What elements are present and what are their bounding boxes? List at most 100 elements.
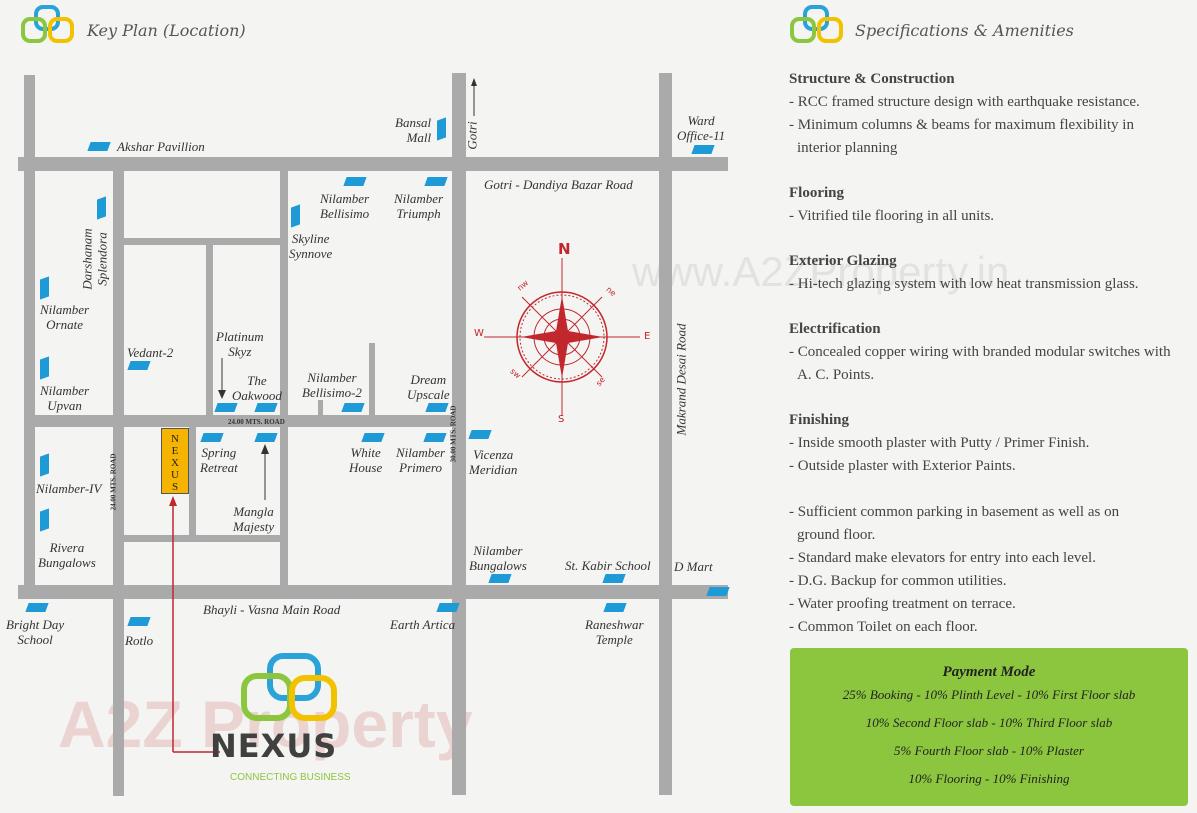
watermark-logo: A2Z Property: [58, 687, 473, 761]
road-makrand: [659, 73, 672, 795]
landmark-marker-icon: [97, 196, 106, 220]
spec-line: - Inside smooth plaster with Putty / Pri…: [789, 435, 1090, 451]
specifications-list: Structure & Construction - RCC framed str…: [789, 68, 1189, 639]
spec-section: Electrification- Concealed copper wiring…: [789, 318, 1189, 387]
road-label-makrand: Makrand Desai Road: [673, 323, 689, 436]
spec-section: Exterior Glazing - Hi-tech glazing system…: [789, 250, 1189, 296]
brand-logo-icon: [790, 5, 843, 43]
landmark-marker-icon: [691, 145, 715, 154]
landmark-marker-icon: [291, 204, 300, 228]
compass-n: N: [558, 240, 571, 258]
road-label-24m-v: 24.00 MTS. ROAD: [109, 453, 118, 511]
spec-line: - Concealed copper wiring with branded m…: [789, 344, 1171, 360]
landmark-marker-icon: [436, 603, 460, 612]
landmark-marker-icon: [40, 508, 49, 532]
road-label-24m-h: 24.00 MTS. ROAD: [228, 418, 285, 426]
arrow-up-icon: [261, 444, 269, 500]
landmark-marker-icon: [424, 177, 448, 186]
spec-line: - RCC framed structure design with earth…: [789, 94, 1140, 110]
road-label-gotri-dandiya: Gotri - Dandiya Bazar Road: [484, 177, 633, 192]
road-inner-v3: [369, 343, 375, 417]
road-label-gotri: Gotri: [464, 121, 480, 150]
road-bhayli: [18, 585, 728, 599]
landmark-marker-icon: [602, 574, 626, 583]
payment-line: 25% Booking - 10% Plinth Level - 10% Fir…: [842, 687, 1136, 702]
spec-line: - Outside plaster with Exterior Paints.: [789, 458, 1016, 474]
landmark-marker-icon: [706, 587, 730, 596]
spec-heading: Finishing: [789, 412, 850, 428]
landmark-marker-icon: [603, 603, 627, 612]
landmark-marker-icon: [200, 433, 224, 442]
spec-line: - Minimum columns & beams for maximum fl…: [789, 117, 1134, 133]
landmark-marker-icon: [488, 574, 512, 583]
spec-section: Flooring - Vitrified tile flooring in all…: [789, 182, 1189, 228]
compass-rose-icon: [484, 258, 640, 416]
compass-w: W: [474, 328, 484, 339]
spec-line: - Hi-tech glazing system with low heat t…: [789, 276, 1139, 292]
spec-heading: Flooring: [789, 185, 844, 201]
nexus-location-marker[interactable]: NEXUS: [161, 428, 189, 494]
landmark-marker-icon: [40, 356, 49, 380]
road-left-v: [24, 75, 35, 595]
landmark-st-kabir: St. Kabir School: [565, 558, 651, 573]
landmark-vedant: Vedant-2: [127, 345, 174, 360]
road-24m-h: [34, 415, 458, 427]
landmark-marker-icon: [254, 403, 278, 412]
landmark-nilamber-iv: Nilamber-IV: [36, 481, 102, 496]
specifications-title: Specifications & Amenities: [855, 21, 1074, 40]
key-plan-title: Key Plan (Location): [87, 21, 246, 40]
landmark-rotlo: Rotlo: [125, 633, 154, 648]
arrow-down-icon: [218, 358, 226, 399]
spec-heading: Exterior Glazing: [789, 253, 897, 269]
nexus-marker-label: NEXUS: [171, 433, 179, 493]
landmark-marker-icon: [214, 403, 238, 412]
amenity-line: - Sufficient common parking in basement …: [789, 504, 1120, 520]
spec-section: Structure & Construction - RCC framed str…: [789, 68, 1189, 160]
amenity-line: - Common Toilet on each floor.: [789, 619, 978, 635]
brand-logo-icon: [21, 5, 74, 43]
road-inner-v2: [280, 168, 288, 588]
landmark-marker-icon: [468, 430, 492, 439]
landmark-earth-artica: Earth Artica: [390, 617, 456, 632]
landmark-marker-icon: [87, 142, 111, 151]
nexus-logo-name: NEXUS: [210, 727, 338, 765]
payment-line: 10% Second Floor slab - 10% Third Floor …: [865, 715, 1113, 730]
landmark-marker-icon: [127, 617, 151, 626]
landmark-marker-icon: [423, 433, 447, 442]
road-label-30m: 30.00 MTS. ROAD: [449, 405, 458, 463]
nexus-logo-tagline: CONNECTING BUSINESS: [230, 772, 351, 783]
road-24m-v: [113, 168, 124, 796]
spec-line: - Vitrified tile flooring in all units.: [789, 208, 995, 224]
amenity-line: - Standard make elevators for entry into…: [789, 550, 1096, 566]
amenity-line: ground floor.: [797, 527, 876, 543]
nexus-pointer-line: [169, 496, 220, 753]
road-top: [18, 157, 728, 171]
spec-line: interior planning: [797, 140, 898, 156]
landmark-marker-icon: [425, 403, 449, 412]
landmark-dmart: D Mart: [674, 559, 713, 574]
amenity-line: - Water proofing treatment on terrace.: [789, 596, 1016, 612]
landmark-akshar: Akshar Pavillion: [117, 139, 205, 154]
road-gotri: [452, 73, 466, 795]
spec-heading: Structure & Construction: [789, 71, 955, 87]
landmark-marker-icon: [40, 453, 49, 477]
